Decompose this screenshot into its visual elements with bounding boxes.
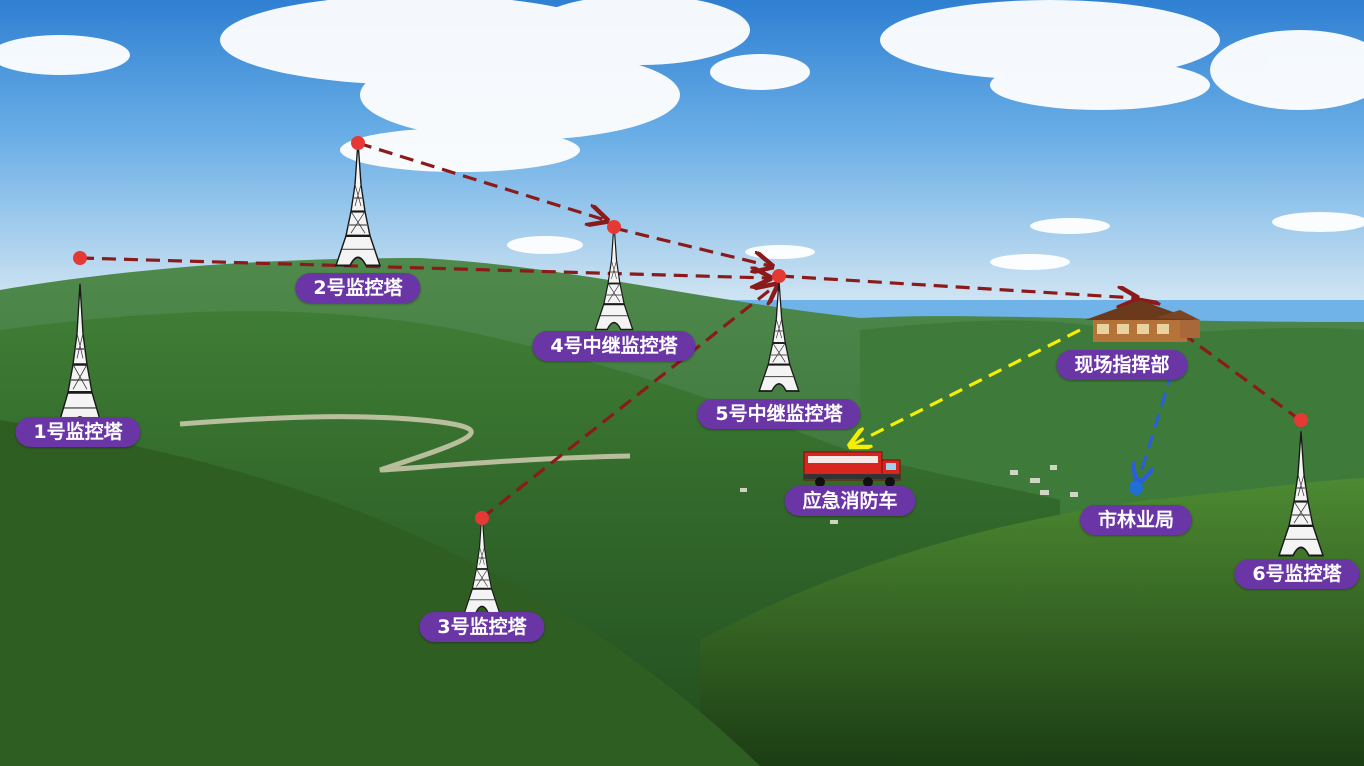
link-relay5-command [779,274,1135,298]
fire-truck-icon [803,451,901,487]
firetruck-label: 应急消防车 [784,486,916,516]
links [79,141,1301,520]
link-relay4-relay5 [613,226,770,266]
clouds [0,0,1364,270]
command-label: 现场指挥部 [1056,350,1188,380]
link-command-forestry [1138,371,1174,482]
link-tower1-relay5 [79,256,768,278]
tower6-label: 6号监控塔 [1234,559,1360,589]
forestry-label: 市林业局 [1079,505,1193,535]
mountain-near-right [700,478,1364,766]
relay5-label: 5号中继监控塔 [697,399,861,429]
wooden-house-icon [1085,300,1200,342]
forestry-dot [1129,481,1143,495]
tower1-label: 1号监控塔 [15,417,141,447]
node-dots [73,136,1308,525]
village [740,465,1078,524]
relay4-label: 4号中继监控塔 [532,331,696,361]
valley-road [179,414,631,473]
link-tower3-relay5 [481,286,775,520]
tower2-label: 2号监控塔 [295,273,421,303]
mountain-near-left [0,420,760,766]
tower3-label: 3号监控塔 [419,612,545,642]
